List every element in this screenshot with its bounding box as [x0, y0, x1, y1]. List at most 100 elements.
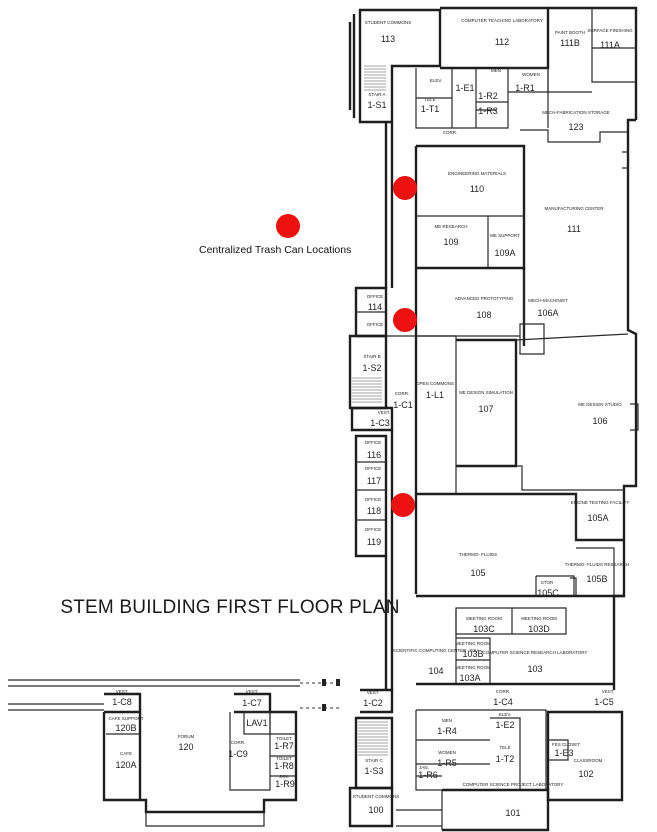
corr-top-name: CORR. [443, 130, 458, 135]
room-1r8-name: TOILET [276, 756, 292, 761]
room-114-name: OFFICE [367, 294, 384, 299]
room-111a-number: 111A [600, 40, 620, 50]
room-1c9-name: CORR. [231, 740, 246, 745]
trash-can-marker-legend [276, 214, 300, 238]
room-106-name: ME DESIGN STUDIO [578, 402, 622, 407]
room-105a-number: 105A [587, 513, 608, 523]
room-1c8-name: VEST. [116, 689, 129, 694]
room-1r4-number: 1-R4 [437, 726, 457, 736]
room-1r9-number: 1-R9 [275, 779, 295, 789]
room-120a-name: CAFE [120, 751, 132, 756]
room-1r9-name: JAN. [279, 774, 289, 779]
room-106a-name: MECH-MACHINIST [528, 298, 568, 303]
room-labels: STUDENT COMMONS 113 COMPUTER TEACHING LA… [109, 18, 634, 818]
room-1r5-number: 1-R5 [437, 758, 457, 768]
room-100-number: 100 [368, 805, 383, 815]
room-1s2-name: STAIR B [363, 354, 380, 359]
room-108-name: ADVANCED PROTOTYPING [455, 296, 514, 301]
room-123-number: 123 [568, 122, 583, 132]
room-1r3-number: 1-R3 [478, 106, 498, 116]
room-118-number: 118 [367, 506, 381, 516]
room-1c2-name: VEST. [367, 690, 380, 695]
room-108-number: 108 [476, 310, 491, 320]
room-105b-name: THERMO- FLUIDS RESEARCH [565, 562, 630, 567]
room-113-name: STUDENT COMMONS [365, 20, 411, 25]
room-1c7-name: VEST. [246, 689, 259, 694]
room-1r4-name: MEN [442, 718, 452, 723]
room-109-name: ME RESEARCH [434, 224, 467, 229]
room-1c9-number: 1-C9 [228, 749, 248, 759]
room-1e1-name: ELEV. [430, 78, 442, 83]
room-1r8-number: 1-R8 [274, 761, 294, 771]
room-100-name: STUDENT COMMONS [353, 794, 399, 799]
room-1r7-name: TOILET [276, 736, 292, 741]
room-103c-number: 103C [473, 624, 495, 634]
room-1r5-name: WOMEN [438, 750, 456, 755]
room-120b-name: CAFE SUPPORT [109, 716, 144, 721]
room-1c4-number: 1-C4 [493, 697, 513, 707]
room-101-number: 101 [505, 808, 520, 818]
room-109a-number: 109A [494, 248, 515, 258]
room-111b-number: 111B [560, 38, 580, 48]
room-107-number: 107 [478, 404, 493, 414]
room-1t2-number: 1-T2 [496, 754, 515, 764]
room-109a-name: ME SUPPORT [490, 233, 520, 238]
room-111-name: MANUFACTURING CENTER [544, 206, 604, 211]
room-103b-number: 103B [462, 649, 483, 659]
room-1c4-name: CORR. [496, 689, 511, 694]
room-120-name: FORUM [178, 734, 195, 739]
trash-can-markers [276, 176, 417, 517]
room-119-number: 119 [367, 537, 381, 547]
room-117-name: OFFICE [365, 466, 382, 471]
room-112-number: 112 [495, 37, 509, 47]
trash-legend-label: Centralized Trash Can Locations [199, 244, 352, 256]
trash-can-marker-corridor-110 [393, 176, 417, 200]
room-104-number: 104 [428, 666, 443, 676]
room-1c3-name: VEST. [378, 410, 391, 415]
room-107-name: ME DESIGN SIMULATION [459, 390, 513, 395]
room-105c-name: STOR [541, 580, 554, 585]
room-1r6-number: 1-R6 [418, 770, 438, 780]
room-1s1-number: 1-S1 [367, 100, 386, 110]
room-117-number: 117 [367, 476, 381, 486]
trash-can-marker-corridor-108 [393, 308, 417, 332]
room-1e2-name: ELEV. [499, 712, 511, 717]
room-120a-number: 120A [115, 760, 136, 770]
room-1r1-name: WOMEN [522, 72, 540, 77]
room-103c-name: MEETING ROOM [466, 616, 502, 621]
room-1r1-number: 1-R1 [515, 83, 535, 93]
room-mens-top-name: MEN [491, 68, 501, 73]
room-1t1-name: TELE [424, 97, 435, 102]
room-113-number: 113 [381, 34, 395, 44]
room-1r7-number: 1-R7 [274, 741, 294, 751]
room-1t1-number: 1-T1 [421, 104, 440, 114]
room-1e3-name: FES CLOSET [552, 742, 580, 747]
room-120b-number: 120B [115, 723, 136, 733]
room-1c1-number: 1-C1 [393, 400, 413, 410]
forum-wing-walls [8, 679, 340, 827]
room-1t2-name: TELE [499, 745, 510, 750]
room-111b-name: PAINT BOOTH [555, 30, 585, 35]
room-lav1-number: LAV1 [246, 718, 267, 728]
room-1e3-number: 1-E3 [554, 748, 573, 758]
room-101-name: COMPUTER SCIENCE PROJECT LABORATORY [463, 782, 564, 787]
room-103d-name: MEETING ROOM [521, 616, 557, 621]
room-106a-number: 106A [537, 308, 558, 318]
room-116-name: OFFICE [365, 440, 382, 445]
room-123-name: MECH-FABRICATION STORAGE [542, 110, 610, 115]
room-102-name: CLASSROOM [574, 758, 603, 763]
room-105-name: THERMO- FLUIDS [459, 552, 497, 557]
room-109-number: 109 [443, 237, 458, 247]
room-103d-number: 103D [528, 624, 550, 634]
room-112-name: COMPUTER TEACHING LABORATORY [461, 18, 543, 23]
room-103b-name: MEETING ROOM [455, 641, 491, 646]
room-103a-name: MEETING ROOM [455, 665, 491, 670]
room-105c-number: 105C [537, 588, 559, 598]
room-1s1-name: STAIR A [369, 92, 386, 97]
room-110-name: ENGINEERING MATERIALS [448, 171, 506, 176]
room-114-number: 114 [368, 302, 382, 312]
stair-hatching [352, 65, 388, 756]
room-1c5-name: VEST. [602, 689, 615, 694]
room-105-number: 105 [470, 568, 485, 578]
room-1s3-number: 1-S3 [364, 766, 383, 776]
